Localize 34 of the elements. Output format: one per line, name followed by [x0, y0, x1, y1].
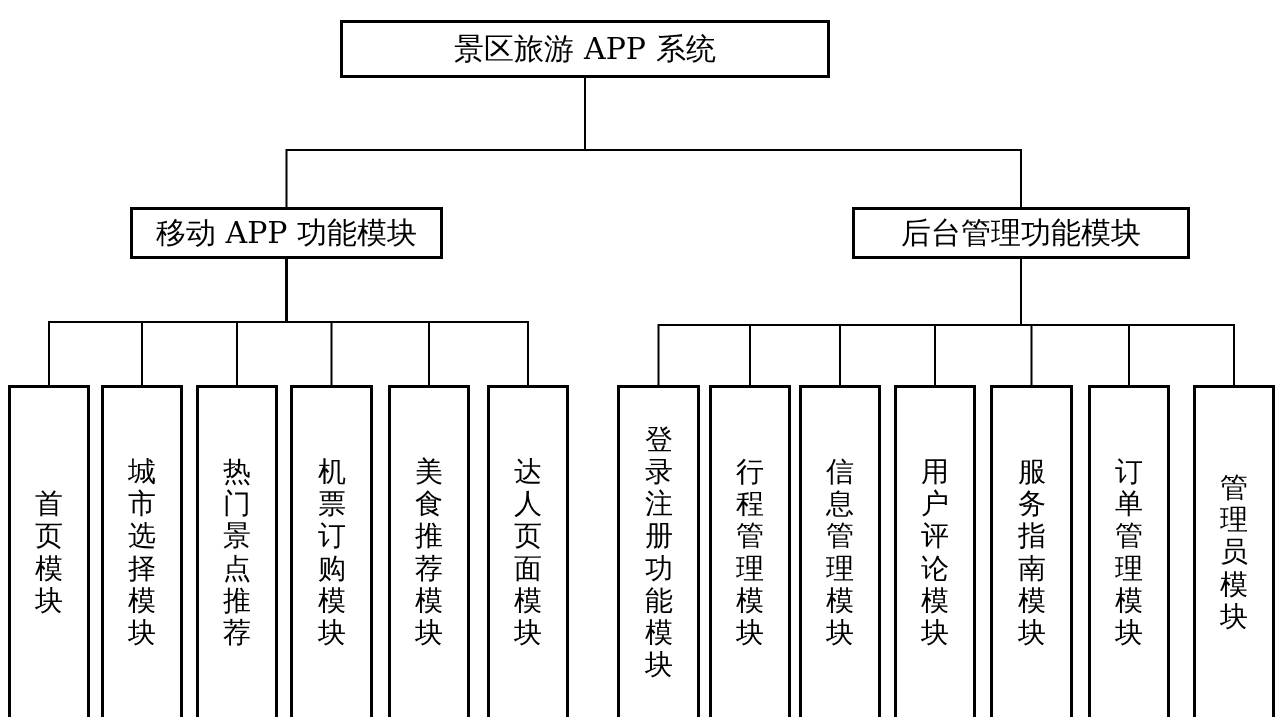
- submodule-box: [8, 385, 90, 717]
- module-label: 城市选择模块: [127, 455, 157, 650]
- module-label: 美食推荐模块: [414, 455, 444, 650]
- module-label: 景区旅游 APP 系统: [454, 29, 716, 68]
- module-label: 服务指南模块: [1016, 455, 1047, 650]
- module-box: [130, 207, 443, 259]
- submodule-box: [1193, 385, 1275, 717]
- submodule-box: [290, 385, 373, 717]
- submodule-box: [1088, 385, 1170, 717]
- submodule-box: [487, 385, 569, 717]
- module-label: 达人页面模块: [513, 455, 543, 650]
- submodule-box: [709, 385, 791, 717]
- submodule-box: [196, 385, 278, 717]
- connector-line: [1020, 258, 1235, 386]
- submodule-box: [617, 385, 700, 717]
- submodule-box: [799, 385, 881, 717]
- module-label: 首页模块: [34, 488, 64, 617]
- module-box: [852, 207, 1190, 259]
- submodule-box: [101, 385, 183, 717]
- submodule-box: [894, 385, 976, 717]
- title-box: [340, 20, 830, 78]
- module-label: 用户评论模块: [920, 455, 950, 650]
- module-label: 机票订购模块: [316, 455, 347, 650]
- module-label: 登录注册功能模块: [643, 423, 674, 682]
- module-label: 后台管理功能模块: [901, 213, 1141, 252]
- connector-line: [285, 258, 529, 386]
- module-label: 订单管理模块: [1114, 455, 1144, 650]
- module-label: 热门景点推荐: [222, 455, 252, 650]
- module-label: 信息管理模块: [825, 455, 855, 650]
- module-label: 移动 APP 功能模块: [155, 213, 418, 252]
- module-label: 管理员模块: [1219, 472, 1249, 633]
- submodule-box: [990, 385, 1073, 717]
- submodule-box: [388, 385, 470, 717]
- module-label: 行程管理模块: [735, 455, 765, 650]
